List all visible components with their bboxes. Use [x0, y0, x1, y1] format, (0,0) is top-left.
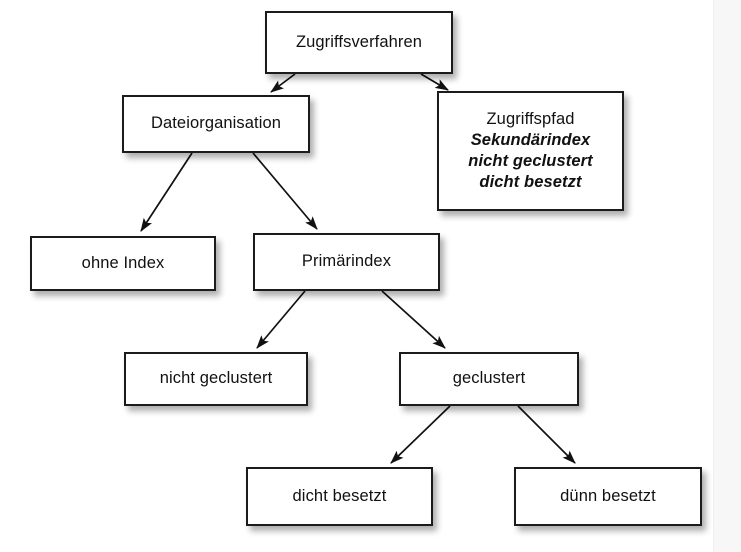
node-text-line-3: nicht geclustert — [468, 152, 593, 170]
node-nicht-geclustert[interactable]: nicht geclustert — [124, 352, 308, 406]
node-primaerindex[interactable]: Primärindex — [253, 233, 440, 291]
edge-dateiorganisation-to-ohne-index — [140, 152, 193, 232]
node-text-line: Zugriffsverfahren — [295, 32, 423, 51]
node-nicht-geclustert-label: nicht geclustert — [126, 368, 306, 389]
node-duenn-besetzt-label: dünn besetzt — [516, 486, 700, 507]
edge-geclustert-to-duenn-besetzt — [517, 405, 576, 464]
node-text-line: dicht besetzt — [292, 486, 387, 505]
node-zugriffspfad[interactable]: Zugriffspfad Sekundärindex nicht geclust… — [437, 91, 624, 211]
node-text-line-2: Sekundärindex — [470, 130, 591, 149]
node-dicht-besetzt-label: dicht besetzt — [248, 486, 431, 507]
node-text-line: nicht geclustert — [159, 369, 273, 388]
node-ohne-index-label: ohne Index — [32, 253, 214, 274]
node-geclustert[interactable]: geclustert — [399, 352, 579, 406]
node-ohne-index[interactable]: ohne Index — [30, 236, 216, 291]
edge-dateiorganisation-to-primaerindex — [252, 152, 318, 230]
node-dateiorganisation-label: Dateiorganisation — [124, 113, 308, 134]
edge-primaerindex-to-geclustert — [381, 290, 446, 349]
node-text-line-1: Zugriffspfad — [486, 109, 575, 128]
node-dateiorganisation[interactable]: Dateiorganisation — [122, 95, 310, 153]
node-zugriffsverfahren-label: Zugriffsverfahren — [267, 32, 451, 53]
node-geclustert-label: geclustert — [401, 368, 577, 389]
node-duenn-besetzt[interactable]: dünn besetzt — [514, 467, 702, 526]
edge-geclustert-to-dicht-besetzt — [390, 405, 451, 464]
node-text-line: ohne Index — [81, 253, 165, 272]
node-text-line: dünn besetzt — [560, 486, 656, 505]
node-zugriffspfad-label: Zugriffspfad Sekundärindex nicht geclust… — [439, 109, 622, 193]
node-dicht-besetzt[interactable]: dicht besetzt — [246, 467, 433, 526]
node-primaerindex-label: Primärindex — [255, 251, 438, 272]
edge-zugriffsverfahren-to-dateiorganisation — [270, 73, 296, 93]
node-text-line: Primärindex — [301, 252, 392, 271]
page-right-margin — [713, 0, 741, 552]
node-text-line-4: dicht besetzt — [479, 173, 582, 192]
node-zugriffsverfahren[interactable]: Zugriffsverfahren — [265, 11, 453, 74]
node-text-line: Dateiorganisation — [150, 114, 282, 133]
edge-primaerindex-to-nicht-geclustert — [256, 290, 306, 349]
node-text-line: geclustert — [452, 369, 526, 388]
edge-zugriffsverfahren-to-zugriffspfad — [420, 73, 449, 91]
